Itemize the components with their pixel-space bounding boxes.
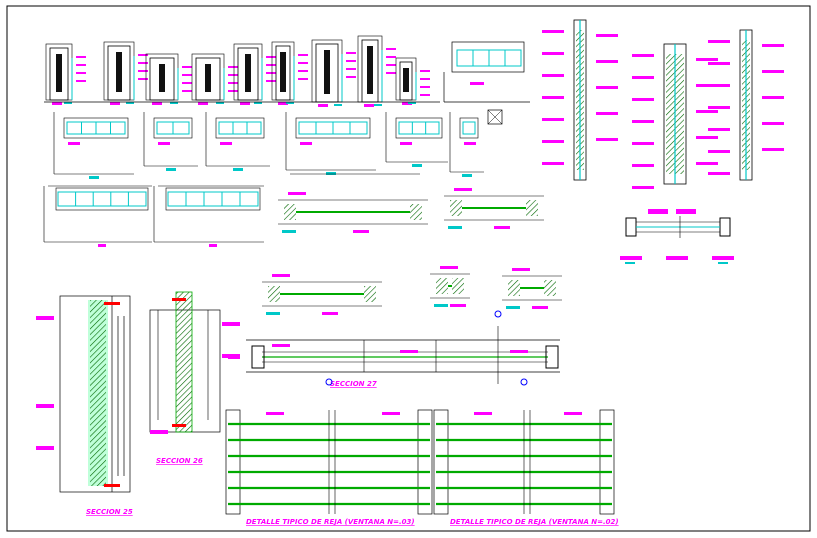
jamb-section <box>632 43 718 189</box>
window-elevation <box>153 185 264 247</box>
door-elevations-row <box>44 35 440 107</box>
window-elevation <box>285 112 376 175</box>
window-elevation <box>43 185 152 247</box>
door-elevation <box>103 41 148 105</box>
horizontal-sections <box>262 188 562 315</box>
horizontal-section <box>430 266 470 307</box>
horizontal-section <box>502 268 562 309</box>
window-elevation <box>53 112 134 179</box>
window-elevation <box>487 109 503 125</box>
window-elevation <box>143 112 198 171</box>
window-elevation <box>385 112 448 167</box>
grille-detail-2-label: DETALLE TIPICO DE REJA (VENTANA N=.02) <box>450 518 619 526</box>
jamb-section <box>542 19 618 181</box>
window-elevation <box>449 112 484 177</box>
window-elevation-top-right <box>443 41 530 103</box>
grille-detail-1-label: DETALLE TIPICO DE REJA (VENTANA N=.03) <box>246 518 415 526</box>
vertical-jamb-sections <box>542 19 784 189</box>
section-25-label: SECCION 25 <box>86 508 133 516</box>
grille-details <box>225 378 615 515</box>
sheet-border <box>6 5 811 532</box>
door-elevation <box>271 41 308 105</box>
door-elevation <box>191 53 238 105</box>
section-26-drawing <box>149 291 240 434</box>
window-elevations-row-3 <box>43 173 420 247</box>
section-26-label: SECCION 26 <box>156 457 203 465</box>
horizontal-section <box>444 188 544 229</box>
horizontal-section <box>262 274 382 315</box>
door-elevation <box>45 43 86 105</box>
jamb-section <box>708 29 784 181</box>
door-elevation <box>357 35 396 107</box>
door-elevation <box>395 57 430 105</box>
grille-detail <box>433 378 615 515</box>
door-elevation <box>311 39 356 107</box>
small-sill-detail <box>620 209 734 264</box>
grille-detail <box>225 378 433 515</box>
section-27-label: SECCION 27 <box>330 380 377 388</box>
window-elevation <box>487 109 503 125</box>
window-elevations-row-2 <box>53 109 503 179</box>
window-elevation <box>205 112 270 171</box>
section-25-drawing <box>36 295 131 493</box>
horizontal-section <box>278 192 428 233</box>
door-elevation <box>145 53 192 105</box>
section-27-drawing <box>228 310 560 384</box>
door-elevation <box>233 43 276 105</box>
